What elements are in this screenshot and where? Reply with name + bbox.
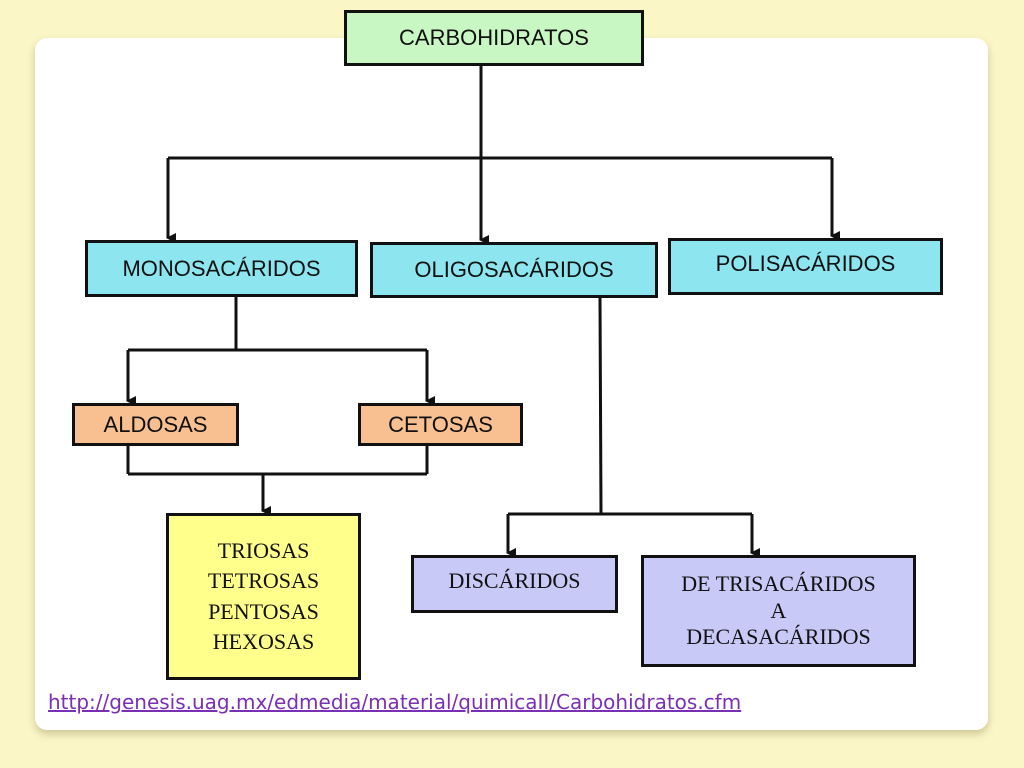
- monosacaridos-label: MONOSACÁRIDOS: [122, 255, 321, 281]
- node-trisacaridos: DE TRISACÁRIDOS A DECASACÁRIDOS: [641, 555, 916, 667]
- source-link[interactable]: http://genesis.uag.mx/edmedia/material/q…: [48, 690, 742, 714]
- node-cetosas: CETOSAS: [358, 403, 523, 446]
- connector-oligo-trunk: [598, 297, 603, 515]
- node-monosacaridos: MONOSACÁRIDOS: [85, 240, 358, 297]
- trisacaridos-line-3: DECASACÁRIDOS: [686, 624, 871, 650]
- node-discaridos: DISCÁRIDOS: [411, 555, 618, 613]
- node-oligosacaridos: OLIGOSACÁRIDOS: [370, 242, 658, 298]
- root-node: CARBOHIDRATOS: [344, 10, 644, 66]
- trisacaridos-line-1: DE TRISACÁRIDOS: [681, 571, 876, 597]
- type-triosas: TRIOSAS: [217, 537, 310, 563]
- oligosacaridos-label: OLIGOSACÁRIDOS: [414, 257, 614, 282]
- node-types: TRIOSAS TETROSAS PENTOSAS HEXOSAS: [166, 513, 361, 680]
- polisacaridos-label: POLISACÁRIDOS: [715, 251, 896, 276]
- node-aldosas: ALDOSAS: [72, 403, 239, 446]
- aldosas-label: ALDOSAS: [103, 411, 208, 437]
- root-label: CARBOHIDRATOS: [399, 25, 589, 50]
- type-hexosas: HEXOSAS: [212, 628, 315, 654]
- trisacaridos-line-2: A: [770, 597, 787, 623]
- discaridos-label: DISCÁRIDOS: [448, 568, 581, 593]
- type-tetrosas: TETROSAS: [207, 568, 320, 594]
- node-polisacaridos: POLISACÁRIDOS: [668, 238, 943, 295]
- cetosas-label: CETOSAS: [388, 411, 493, 437]
- type-pentosas: PENTOSAS: [208, 598, 319, 624]
